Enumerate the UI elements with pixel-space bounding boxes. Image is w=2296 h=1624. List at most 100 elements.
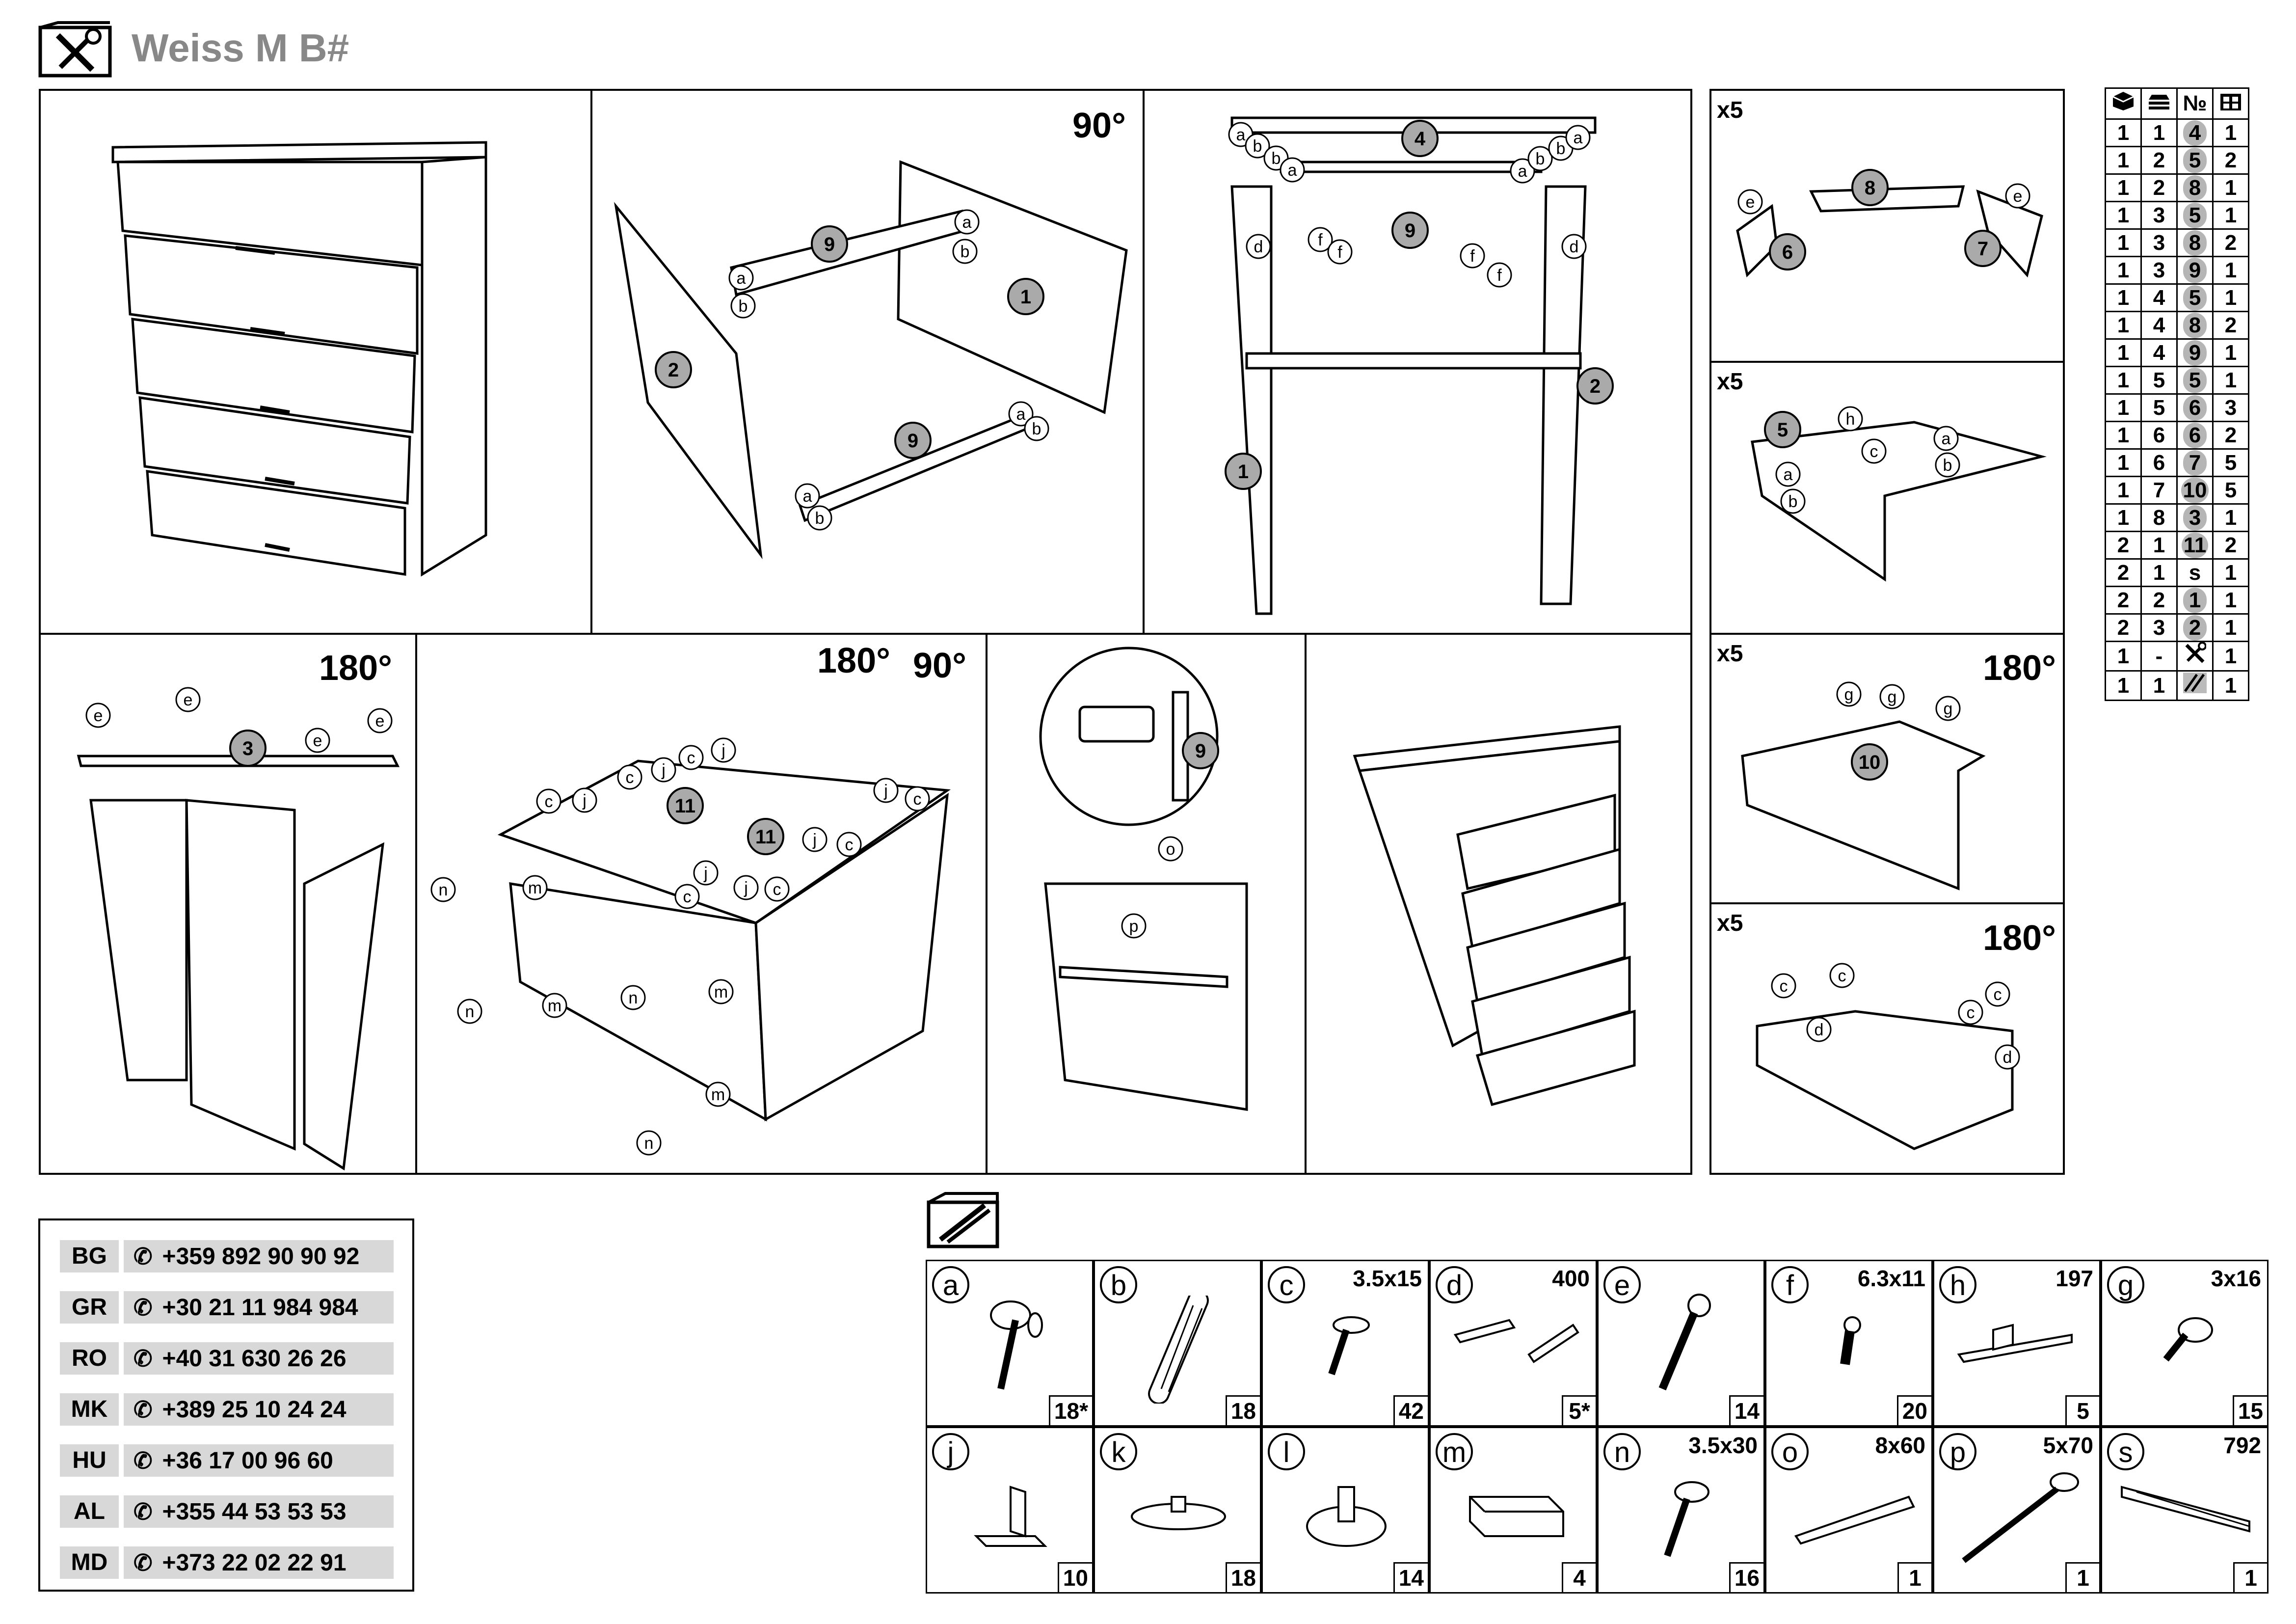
svg-text:2: 2 <box>1590 376 1601 397</box>
svg-text:b: b <box>1789 492 1798 511</box>
svg-text:10: 10 <box>1859 752 1881 773</box>
screw-icon <box>1664 1481 1709 1557</box>
svg-text:d: d <box>1254 238 1263 256</box>
svg-text:j: j <box>582 791 587 810</box>
svg-text:n: n <box>439 881 448 899</box>
svg-text:c: c <box>1780 977 1788 996</box>
svg-text:b: b <box>1943 456 1952 475</box>
svg-text:p: p <box>1129 917 1139 936</box>
svg-text:n: n <box>644 1134 654 1153</box>
carcass-drawing <box>1230 116 1597 615</box>
svg-text:e: e <box>94 706 103 725</box>
svg-text:b: b <box>1032 420 1041 438</box>
svg-text:c: c <box>1838 967 1846 985</box>
x5-label-1: x5 <box>1717 97 1743 123</box>
phone-icon: ✆ <box>133 1397 153 1422</box>
rotate-180-label-2: 180° <box>817 641 890 680</box>
hardware-cell-d: d 400 5* <box>1429 1260 1597 1427</box>
svg-text:c: c <box>845 836 854 854</box>
svg-text:f: f <box>1470 247 1475 266</box>
svg-text:11: 11 <box>755 826 776 848</box>
svg-text:a: a <box>1518 162 1527 181</box>
tools-icon <box>38 21 112 78</box>
svg-text:c: c <box>1994 985 2002 1004</box>
cam-lock-icon <box>990 1300 1043 1390</box>
phone-icon: ✆ <box>133 1499 153 1524</box>
short-screw-icon <box>1840 1316 1861 1365</box>
svg-text:c: c <box>1870 442 1878 461</box>
svg-text:n: n <box>629 989 638 1007</box>
hardware-cell-h: h 197 5 <box>1933 1260 2101 1427</box>
long-screw-icon <box>1658 1294 1711 1391</box>
number-header: № <box>2176 87 2214 120</box>
phone-icon: ✆ <box>133 1550 153 1575</box>
svg-text:b: b <box>1253 137 1262 156</box>
phone-icon: ✆ <box>133 1448 153 1473</box>
svg-text:f: f <box>1497 266 1502 285</box>
rotate-180-label-1: 180° <box>319 649 392 688</box>
svg-text:e: e <box>2013 187 2023 206</box>
svg-text:9: 9 <box>824 234 835 255</box>
svg-text:a: a <box>737 269 746 288</box>
hardware-cell-n: n 3.5x30 16 <box>1597 1427 1765 1594</box>
svg-text:c: c <box>545 792 553 811</box>
phone-icon: ✆ <box>133 1244 153 1269</box>
svg-text:m: m <box>548 997 561 1015</box>
svg-text:c: c <box>626 768 634 787</box>
contact-row: MD✆+373 22 02 22 91 <box>60 1546 394 1579</box>
svg-text:d: d <box>1815 1021 1824 1039</box>
svg-text:c: c <box>1967 1003 1975 1022</box>
svg-text:j: j <box>661 761 666 780</box>
contact-row: AL✆+355 44 53 53 53 <box>60 1495 394 1528</box>
svg-text:g: g <box>1944 700 1953 718</box>
screwdriver-icon <box>927 1192 999 1248</box>
svg-text:b: b <box>815 509 825 528</box>
flat-head-screw-icon <box>2163 1317 2213 1362</box>
contacts-panel: BG✆+359 892 90 90 92 GR✆+30 21 11 984 98… <box>38 1218 414 1592</box>
foot-block-icon <box>1469 1496 1564 1537</box>
page-title: Weiss M B# <box>132 26 349 70</box>
contact-row: HU✆+36 17 00 96 60 <box>60 1444 394 1477</box>
svg-text:m: m <box>528 879 542 897</box>
svg-text:c: c <box>687 749 695 767</box>
screw-icon <box>1328 1316 1370 1376</box>
wall-screw-icon <box>1962 1472 2079 1563</box>
svg-text:g: g <box>1888 688 1897 706</box>
connector-profile-icon <box>2121 1486 2250 1533</box>
svg-text:m: m <box>711 1085 725 1104</box>
finished-dresser-drawers-drawing <box>1353 725 1636 1107</box>
svg-text:4: 4 <box>1415 128 1426 150</box>
hardware-cell-b: b 18 <box>1094 1260 1261 1427</box>
svg-text:9: 9 <box>1195 740 1206 762</box>
handle-profile-icon <box>1957 1324 2073 1363</box>
rotate-90-label: 90° <box>1072 106 1126 145</box>
svg-text:6: 6 <box>1782 242 1793 263</box>
svg-text:1: 1 <box>1238 461 1249 483</box>
box-icon <box>2105 87 2142 120</box>
svg-text:j: j <box>744 879 748 897</box>
hardware-cell-l: l 14 <box>1261 1427 1429 1594</box>
svg-text:e: e <box>1746 193 1755 212</box>
grid-icon <box>2212 87 2249 120</box>
dowel-icon <box>1148 1296 1209 1404</box>
svg-text:5: 5 <box>1777 419 1788 441</box>
tools-icon <box>2176 641 2214 672</box>
svg-text:e: e <box>184 691 193 709</box>
hardware-cell-a: a 18* <box>926 1260 1094 1427</box>
svg-text:9: 9 <box>1405 220 1415 242</box>
